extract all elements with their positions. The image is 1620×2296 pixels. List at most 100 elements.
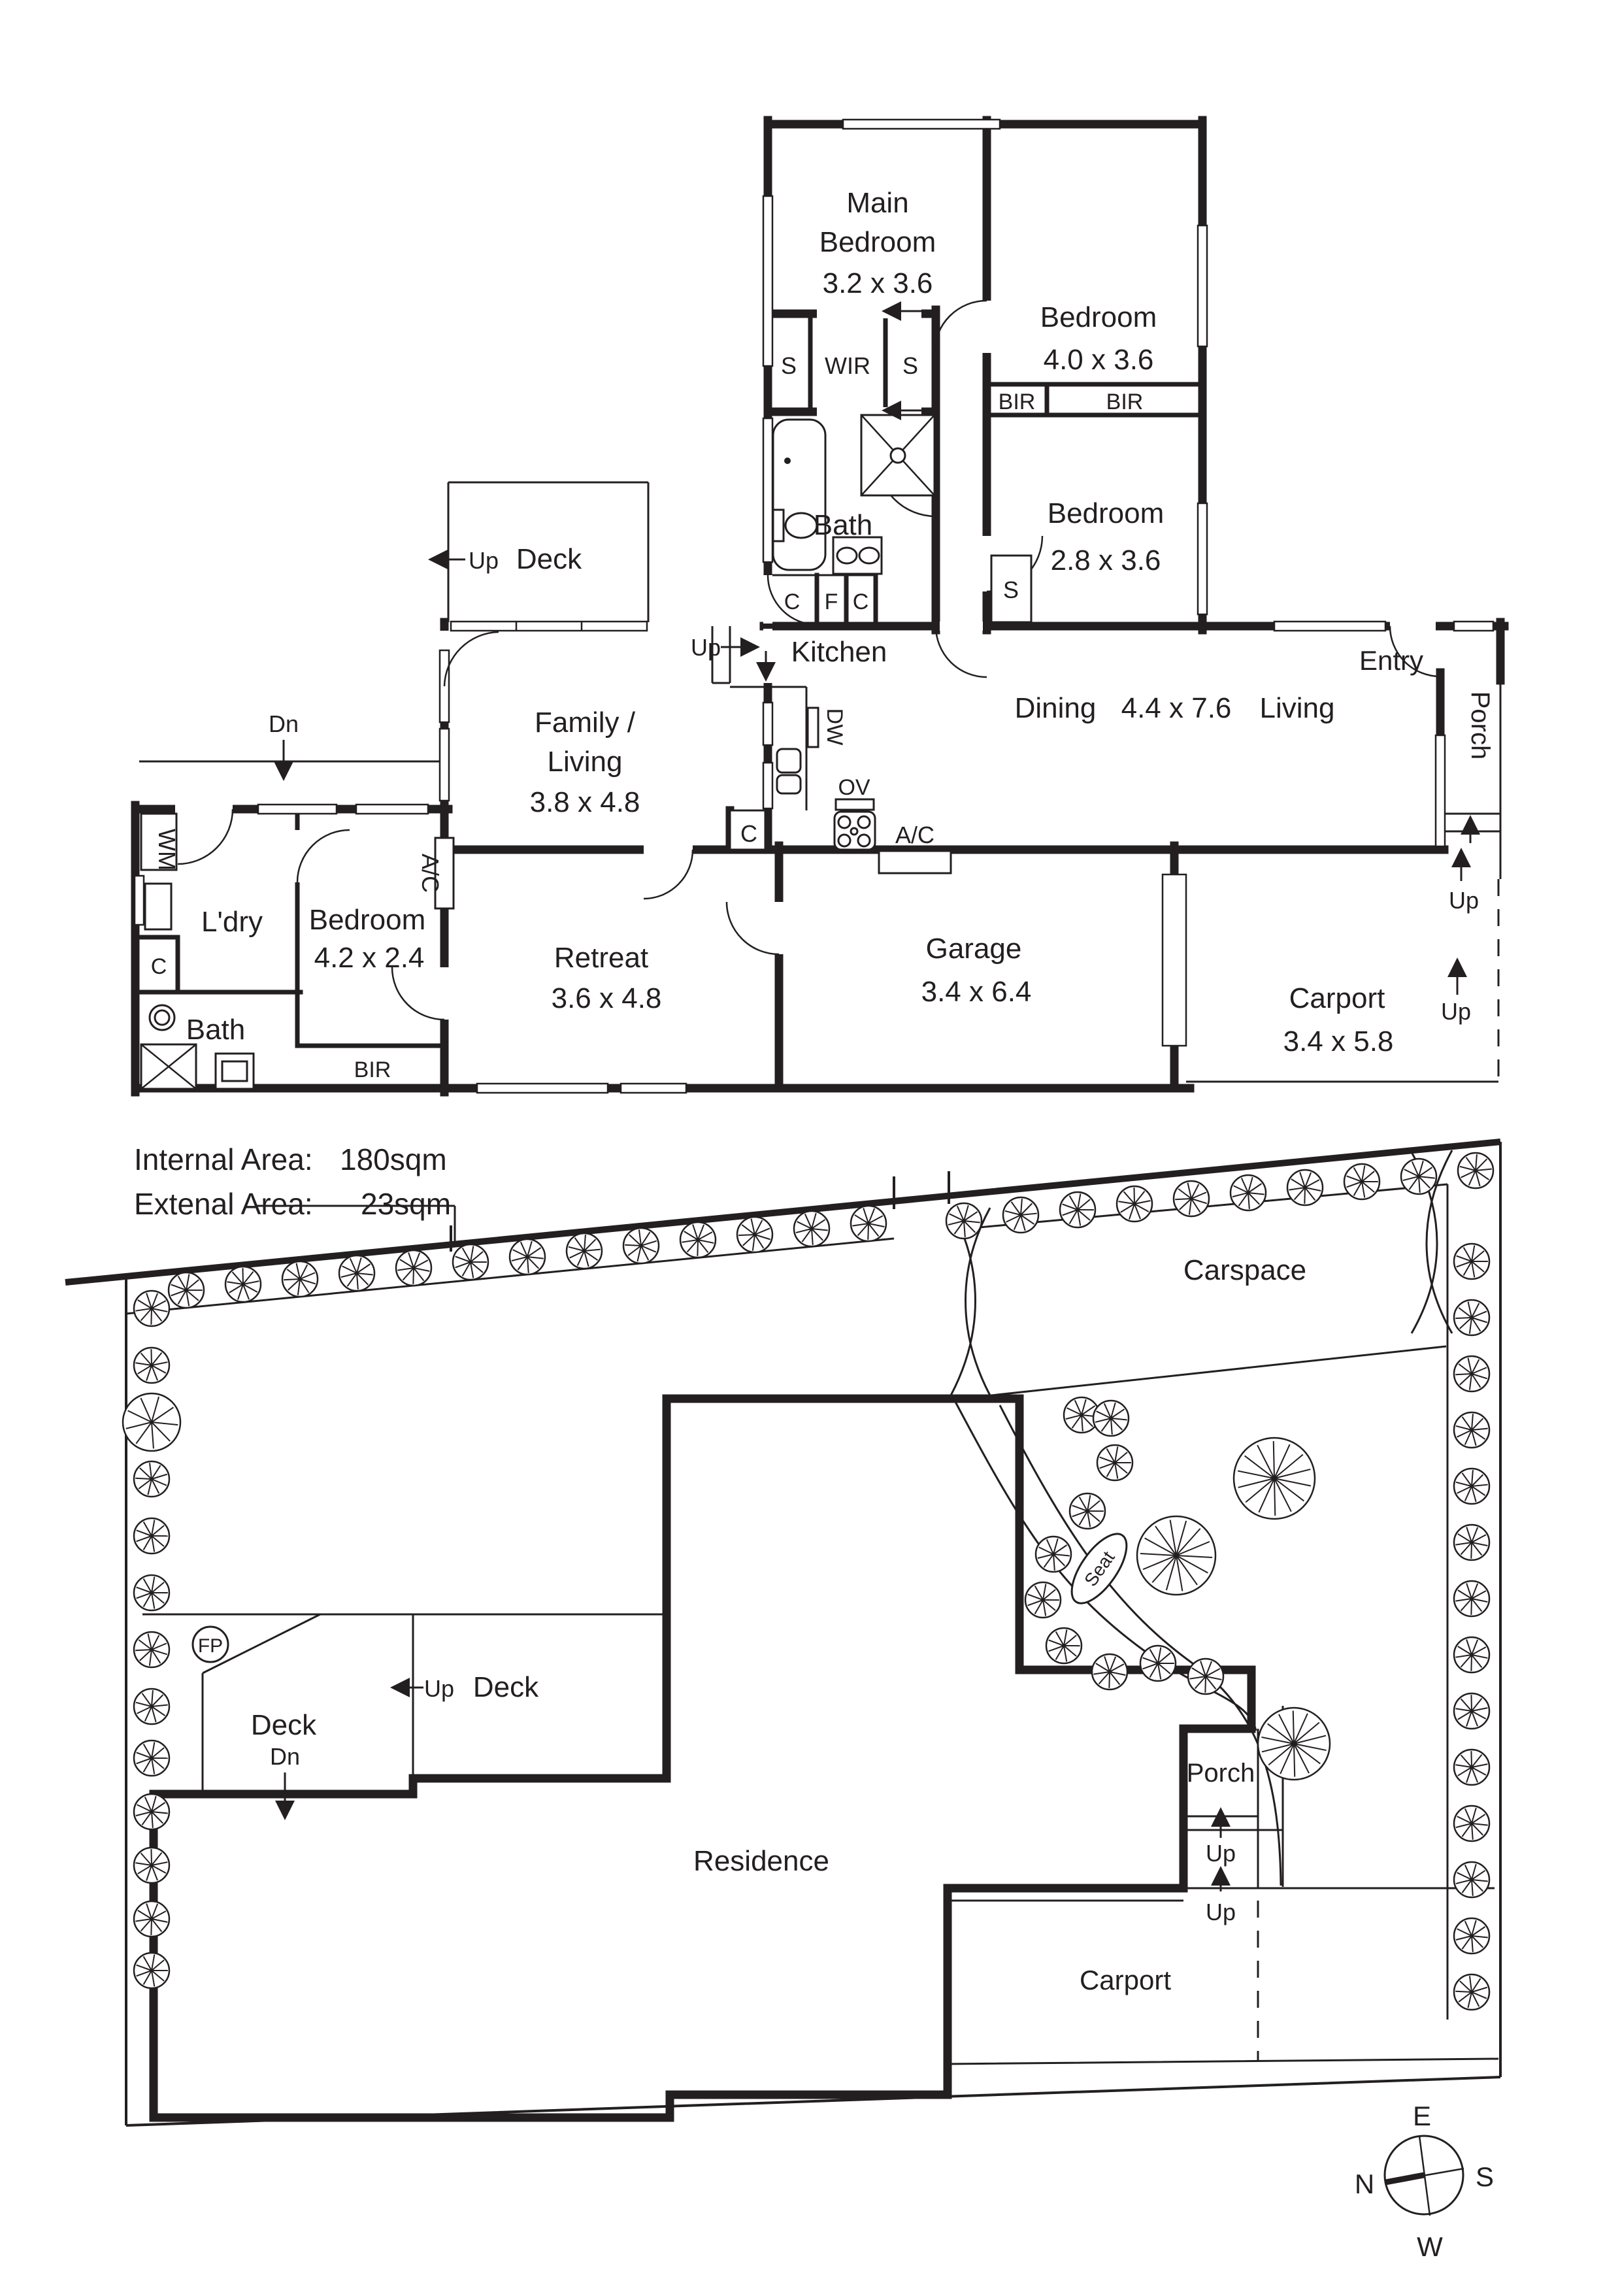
window-living-north: [1274, 622, 1385, 631]
basin-icon: [837, 548, 857, 563]
x: [0, 458, 9, 516]
compass-s: S: [1476, 2161, 1494, 2192]
robe-s-label: S: [1003, 576, 1019, 603]
porch-up-label: Up: [1449, 887, 1479, 914]
closet-c-label: C: [151, 954, 167, 979]
shrub-icon: [680, 1222, 716, 1257]
shrub-icon: [794, 1211, 829, 1246]
shrub-icon-branch: [697, 1240, 698, 1256]
side-dn-label: Dn: [269, 710, 299, 737]
shrub-icon: [1454, 1750, 1489, 1785]
bathtub-icon: [773, 420, 825, 570]
family-label-2: Living: [548, 746, 623, 778]
shrub-icon: [1036, 1537, 1071, 1572]
shrub-icon-branch: [151, 1849, 152, 1865]
window-laundry: [135, 876, 144, 925]
site-deck-up-label: Up: [424, 1675, 454, 1702]
main-bedroom-label2: Bedroom: [819, 226, 936, 258]
window-bedroom4-2: [356, 805, 428, 814]
shrub-icon: [567, 1233, 602, 1269]
shrub-icon: [396, 1250, 431, 1286]
wm-label: WM: [154, 829, 180, 871]
residence-label: Residence: [693, 1845, 829, 1877]
shrub-icon: [134, 1901, 169, 1937]
living-label: Living: [1260, 692, 1335, 724]
shrub-icon: [1140, 1646, 1176, 1681]
shrub-icon: [134, 1348, 169, 1383]
basin-icon: [222, 1061, 247, 1081]
shrub-icon: [134, 1794, 169, 1829]
burner-icon: [838, 835, 850, 846]
site-up-label: Up: [1206, 1840, 1236, 1867]
shrub-icon-branch: [1304, 1188, 1305, 1204]
carport-label: Carport: [1289, 982, 1385, 1014]
shrub-icon-branch: [1471, 1542, 1472, 1559]
window-porch-wall: [1436, 735, 1445, 846]
shrub-icon-branch: [413, 1268, 414, 1284]
bedroom4-dims: 4.2 x 2.4: [314, 942, 425, 974]
toilet-tank-icon: [773, 510, 784, 541]
window-deck-band: [451, 622, 647, 631]
shrub-icon-branch: [242, 1268, 243, 1284]
window-top: [843, 120, 1000, 129]
bedroom2-dims: 4.0 x 3.6: [1044, 344, 1154, 376]
sink-icon: [777, 775, 801, 793]
ldry-label: L'dry: [201, 906, 263, 938]
bedroom3-label: Bedroom: [1048, 497, 1165, 529]
burner-icon: [858, 816, 870, 828]
window-kitchen-2: [763, 763, 772, 808]
family-dims: 3.8 x 4.8: [530, 786, 640, 818]
door-gap-retreat: [644, 845, 693, 854]
shrub-icon: [134, 1689, 169, 1724]
shrub-icon-branch: [1471, 1751, 1472, 1767]
entry-label: Entry: [1359, 645, 1423, 676]
window-kitchen-1: [763, 703, 772, 745]
site-up-label: Up: [1206, 1899, 1236, 1925]
bir-label: BIR: [354, 1057, 391, 1082]
kitchen-up-label: Up: [691, 634, 721, 661]
bedroom2-label: Bedroom: [1040, 301, 1157, 333]
kitchen-label: Kitchen: [791, 636, 887, 668]
internal-area-label: Internal Area:: [134, 1142, 313, 1176]
door-gap-bedroom3: [982, 536, 991, 591]
shrub-icon: [1454, 1806, 1489, 1841]
shower-drain-icon: [891, 448, 905, 463]
retreat-dims: 3.6 x 4.8: [552, 982, 662, 1014]
shrub-icon: [1287, 1170, 1323, 1205]
shrub-icon: [1344, 1164, 1380, 1199]
ov-label: OV: [838, 775, 870, 800]
main-bedroom-dims: 3.2 x 3.6: [823, 267, 933, 299]
compass-w: W: [1417, 2231, 1443, 2262]
shrub-icon: [1454, 1469, 1489, 1504]
shrub-icon: [339, 1256, 374, 1291]
window-bath: [763, 418, 772, 562]
shrub-icon: [1401, 1159, 1436, 1194]
site-carport-label: Carport: [1080, 1965, 1171, 1995]
shrub-icon: [1003, 1197, 1038, 1233]
window-family-2: [440, 729, 449, 801]
shrub-icon: [134, 1575, 169, 1610]
shrub-icon: [1458, 1153, 1493, 1188]
shrub-icon-branch: [1471, 1655, 1472, 1671]
shrub-icon: [1174, 1181, 1209, 1216]
shrub-icon: [1454, 1244, 1489, 1279]
bedroom4-label: Bedroom: [309, 904, 426, 936]
stair-gap-kitchen: [763, 629, 772, 683]
door-gap-main-bedroom: [982, 301, 991, 353]
shrub-icon: [134, 1518, 169, 1554]
shrub-icon: [134, 1291, 169, 1326]
shrub-icon: [134, 1740, 169, 1776]
ac-label: A/C: [895, 822, 934, 848]
burner-icon: [851, 828, 857, 835]
dishwasher-icon: [808, 708, 818, 747]
oven-icon: [836, 799, 874, 810]
bir-label: BIR: [1106, 390, 1144, 414]
shrub-icon: [1454, 1412, 1489, 1448]
shrub-icon-branch: [284, 1279, 300, 1280]
shrub-icon: [1070, 1493, 1105, 1529]
tree-icon-branch: [1294, 1744, 1295, 1777]
shrub-icon: [1188, 1659, 1223, 1694]
shrub-icon: [1092, 1654, 1127, 1689]
